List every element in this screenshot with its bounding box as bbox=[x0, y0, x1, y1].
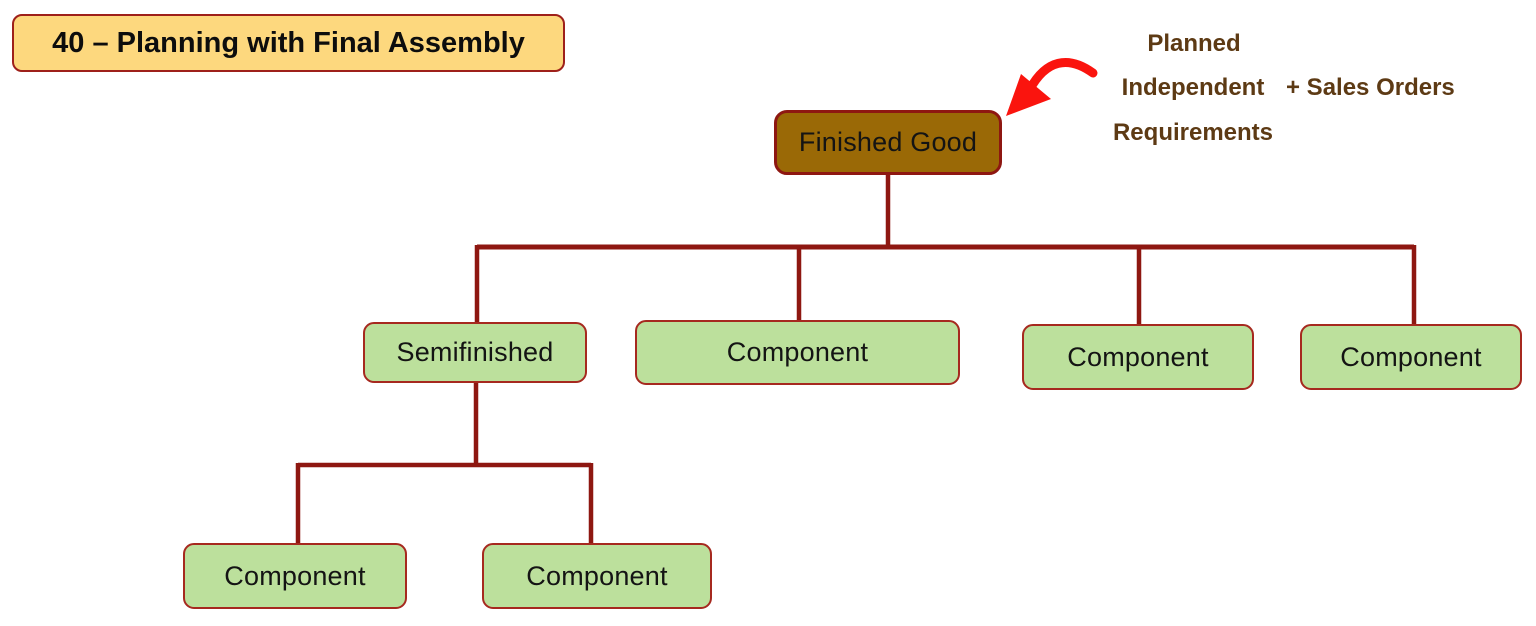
node-finished-good: Finished Good bbox=[774, 110, 1002, 175]
node-semifinished-label: Semifinished bbox=[396, 337, 554, 367]
node-component-1: Component bbox=[635, 320, 960, 385]
node-component-2-label: Component bbox=[1067, 341, 1209, 372]
annotation-line-planned: Planned bbox=[1147, 30, 1241, 57]
node-component-2: Component bbox=[1022, 324, 1254, 390]
node-component-4: Component bbox=[183, 543, 407, 609]
node-finished-good-label: Finished Good bbox=[798, 127, 978, 157]
node-component-3: Component bbox=[1300, 324, 1522, 390]
slide-title: 40 – Planning with Final Assembly bbox=[52, 26, 525, 59]
annotation-line-requirements: Requirements bbox=[1112, 119, 1274, 146]
node-component-1-label: Component bbox=[726, 337, 869, 367]
node-component-4-label: Component bbox=[224, 560, 366, 591]
node-component-5: Component bbox=[482, 543, 712, 609]
node-semifinished: Semifinished bbox=[363, 322, 587, 383]
node-component-3-label: Component bbox=[1340, 341, 1482, 372]
slide-title-box: 40 – Planning with Final Assembly bbox=[12, 14, 565, 72]
annotation-line-independent: Independent bbox=[1121, 74, 1265, 101]
red-arrow-icon bbox=[1006, 58, 1098, 116]
annotation-line-sales-orders: + Sales Orders bbox=[1286, 74, 1455, 101]
node-component-5-label: Component bbox=[526, 560, 668, 591]
